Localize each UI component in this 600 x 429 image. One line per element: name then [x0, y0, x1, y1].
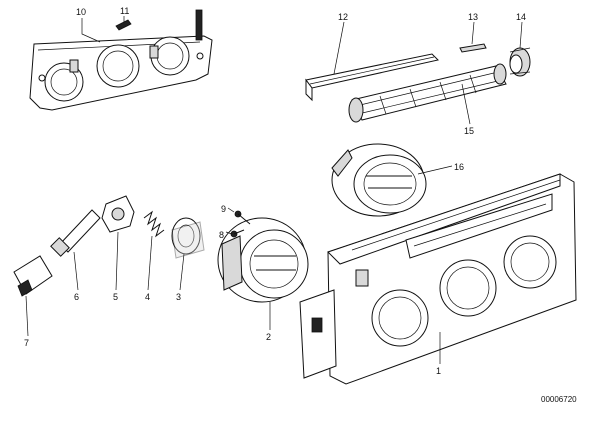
callout-9: 9 — [221, 204, 226, 214]
part-3-knob-base — [171, 217, 205, 259]
callout-7: 7 — [24, 338, 29, 348]
callout-11: 11 — [120, 6, 129, 16]
callout-8: 8 — [219, 230, 224, 240]
callout-14: 14 — [516, 12, 526, 22]
part-13-pin — [459, 43, 487, 53]
callout-15: 15 — [464, 126, 474, 136]
callout-10: 10 — [76, 7, 86, 17]
part-14-knob — [509, 47, 531, 77]
part-10-bezel-plate — [29, 9, 213, 111]
callout-1: 1 — [436, 366, 441, 376]
part-9-screw — [234, 210, 251, 225]
part-4-spring — [143, 210, 165, 238]
callout-3: 3 — [176, 292, 181, 302]
callout-16: 16 — [454, 162, 464, 172]
callout-labels: 10 11 12 13 14 15 16 1 2 3 4 5 6 7 8 9 — [24, 6, 526, 376]
part-1-control-panel — [299, 173, 577, 385]
part-15-roller — [348, 63, 507, 123]
callout-4: 4 — [145, 292, 150, 302]
part-6-socket-rod — [50, 209, 101, 257]
leader-lines — [25, 16, 523, 364]
part-11-clip — [115, 19, 132, 31]
part-2-vent-cup — [217, 217, 309, 303]
reference-number: 00006720 — [541, 395, 577, 404]
part-7-connector — [13, 255, 53, 297]
part-12-support-strip — [305, 53, 439, 102]
callout-13: 13 — [468, 12, 478, 22]
callout-12: 12 — [338, 12, 348, 22]
callout-5: 5 — [113, 292, 118, 302]
part-5-switch-housing — [101, 195, 135, 233]
part-16-round-vent — [331, 143, 427, 217]
callout-6: 6 — [74, 292, 79, 302]
callout-2: 2 — [266, 332, 271, 342]
